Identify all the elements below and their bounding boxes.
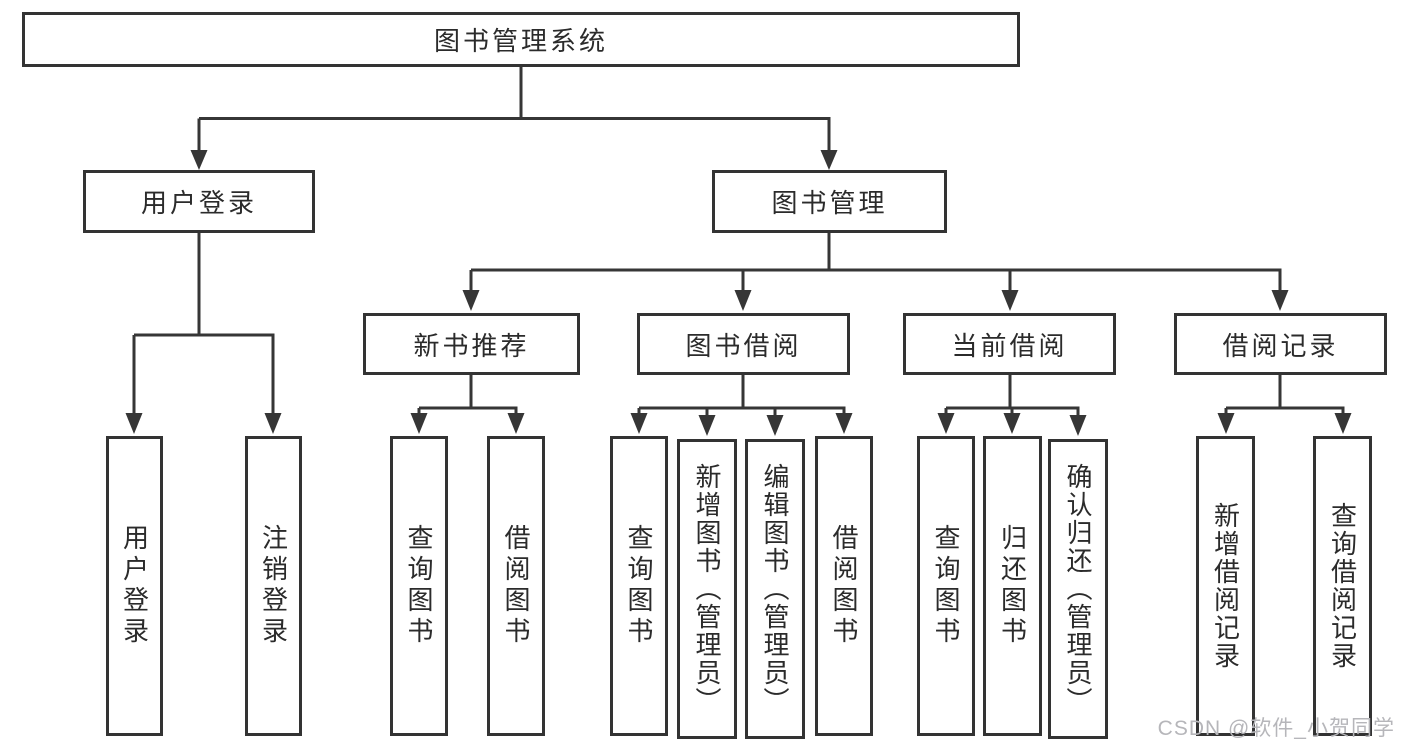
node-logout: 注销登录 [245,436,302,736]
node-add-borrow-record: 新增借阅记录 [1196,436,1255,736]
node-query-books-borrowing: 查询图书 [610,436,668,736]
node-query-borrow-record: 查询借阅记录 [1313,436,1372,736]
node-book-borrowing: 图书借阅 [637,313,850,375]
node-borrow-books-recommend: 借阅图书 [487,436,545,736]
node-user-login: 用户登录 [83,170,315,233]
node-query-books-current: 查询图书 [917,436,975,736]
node-current-borrowing: 当前借阅 [903,313,1116,375]
node-borrowing-records: 借阅记录 [1174,313,1387,375]
node-root-library-management-system: 图书管理系统 [22,12,1020,67]
node-user-login-leaf: 用户登录 [106,436,163,736]
node-borrow-books-borrowing: 借阅图书 [815,436,873,736]
csdn-watermark: CSDN @软件_小贺同学 [1157,717,1395,740]
node-book-management: 图书管理 [712,170,947,233]
node-add-book-admin: 新增图书（管理员） [677,439,737,739]
arrowheads [125,150,1352,436]
node-new-book-recommend: 新书推荐 [363,313,580,375]
node-return-book: 归还图书 [983,436,1042,736]
node-confirm-return-admin: 确认归还（管理员） [1048,439,1108,739]
node-query-books-recommend: 查询图书 [390,436,448,736]
node-edit-book-admin: 编辑图书（管理员） [745,439,805,739]
